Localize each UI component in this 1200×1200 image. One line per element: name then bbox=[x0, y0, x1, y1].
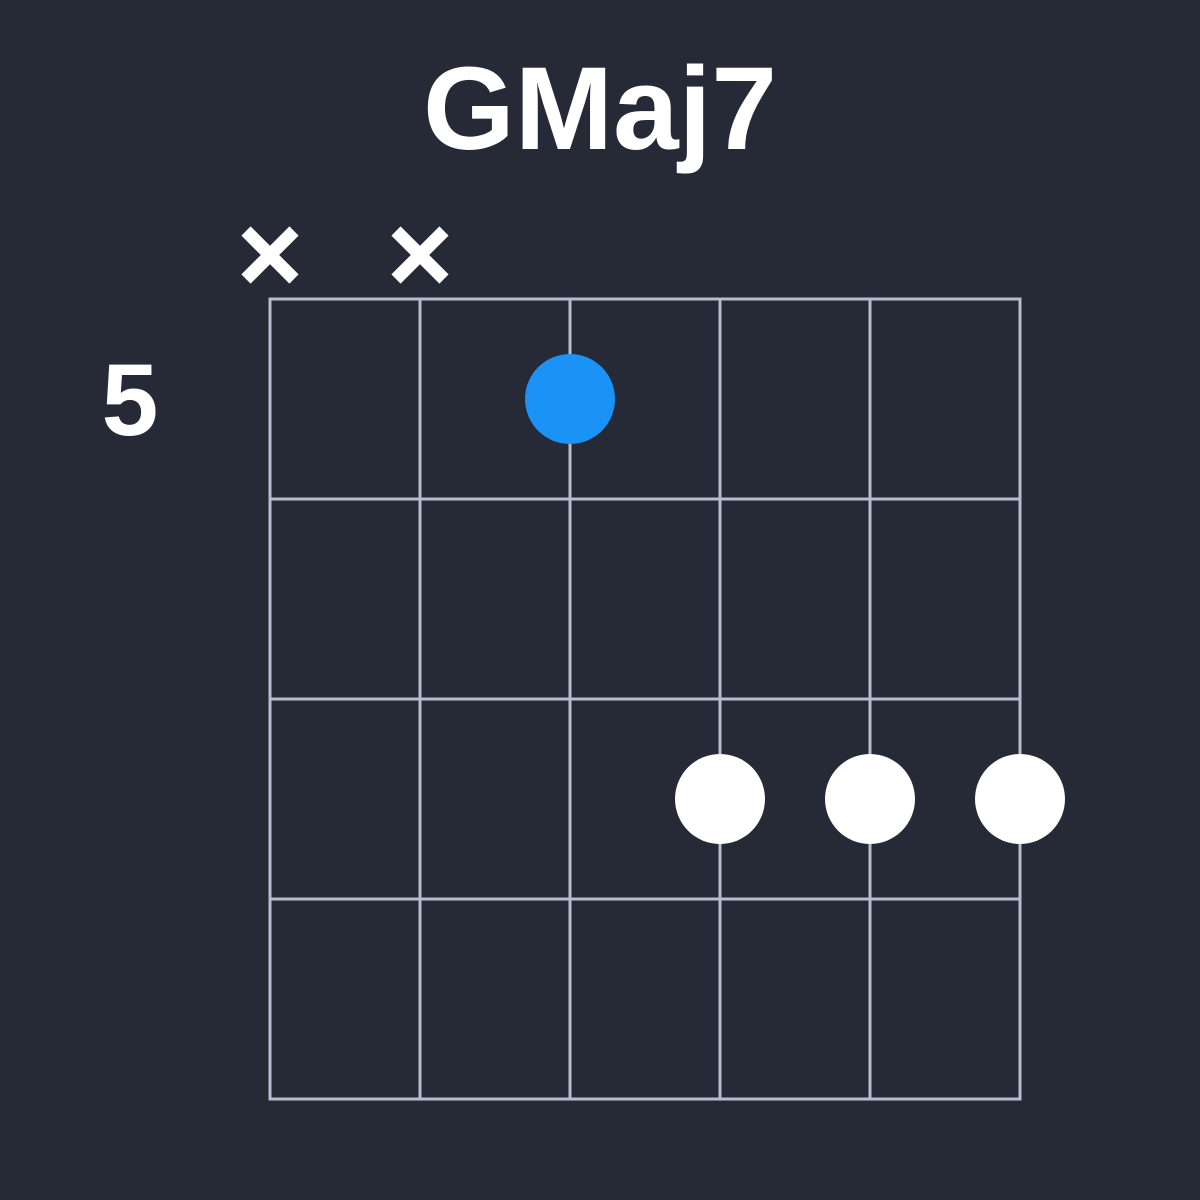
muted-string-x-icon bbox=[391, 226, 449, 284]
finger-dot bbox=[975, 754, 1065, 844]
chord-title: GMaj7 bbox=[422, 43, 778, 175]
finger-dot bbox=[825, 754, 915, 844]
muted-string-x-icon bbox=[241, 226, 299, 284]
finger-dot bbox=[675, 754, 765, 844]
fret-number-label: 5 bbox=[101, 343, 159, 457]
root-note-dot bbox=[525, 354, 615, 444]
